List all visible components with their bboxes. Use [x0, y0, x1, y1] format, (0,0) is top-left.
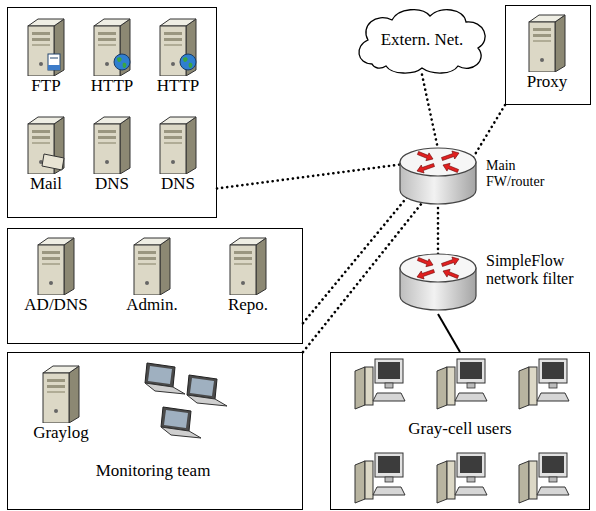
dotted-link: [422, 75, 438, 150]
node-label: Repo.: [228, 295, 268, 315]
zone-box: AD/DNS Admin. Repo.: [7, 228, 303, 344]
node-label: FTP: [31, 76, 60, 96]
server-icon: [156, 114, 200, 174]
node-label: Graylog: [33, 423, 89, 443]
router-cylinder: [398, 144, 478, 208]
server-node: Admin.: [112, 235, 192, 315]
router-caption: SimpleFlow network filter: [486, 252, 576, 289]
router-node: SimpleFlow network filter: [398, 250, 478, 314]
user-zone: Gray-cell users: [330, 352, 590, 510]
dotted-link: [437, 208, 440, 255]
zone-box: GraylogMonitoring team: [7, 352, 303, 510]
server-icon: [39, 363, 83, 423]
node-label: Mail: [30, 174, 62, 194]
laptop-group: [63, 357, 243, 457]
zone-box: FTP HTTP HTTP Mail DNS DNS: [7, 7, 217, 218]
server-icon: [24, 114, 68, 174]
node-label: DNS: [161, 174, 195, 194]
dotted-link: [472, 105, 505, 160]
node-label: Extern. Net.: [381, 30, 464, 50]
server-node: AD/DNS: [16, 235, 96, 315]
node-label: Proxy: [527, 72, 568, 92]
user-caption: Gray-cell users: [331, 419, 589, 439]
router-cylinder: [398, 250, 478, 314]
server-node: HTTP: [146, 16, 210, 96]
server-icon: [130, 235, 174, 295]
node-label: DNS: [95, 174, 129, 194]
team-node: Monitoring team: [63, 357, 243, 481]
server-icon: [90, 114, 134, 174]
server-icon: [156, 16, 200, 76]
server-node: Mail: [14, 114, 78, 194]
node-label: HTTP: [157, 76, 200, 96]
server-node: Repo.: [208, 235, 288, 315]
device-label: SimpleFlow network filter: [486, 252, 576, 289]
server-icon: [226, 235, 270, 295]
device-label: Main FW/router: [486, 158, 552, 190]
server-icon: [90, 16, 134, 76]
zone-box: Proxy: [505, 5, 591, 105]
dotted-link: [217, 165, 400, 189]
server-node: Graylog: [26, 363, 96, 443]
node-label: Monitoring team: [96, 461, 211, 481]
server-node: DNS: [146, 114, 210, 194]
server-icon: [525, 12, 569, 72]
network-cloud: Extern. Net.: [352, 4, 492, 76]
router-node: Main FW/router: [398, 144, 478, 208]
server-node: DNS: [80, 114, 144, 194]
dotted-link: [303, 197, 408, 324]
node-label: HTTP: [91, 76, 134, 96]
server-node: HTTP: [80, 16, 144, 96]
server-icon: [34, 235, 78, 295]
node-label: Admin.: [126, 295, 177, 315]
server-icon: [24, 16, 68, 76]
server-node: FTP: [14, 16, 78, 96]
network-link: [438, 314, 460, 352]
router-caption: Main FW/router: [486, 158, 552, 190]
server-node: Proxy: [510, 12, 584, 92]
node-label: Gray-cell users: [405, 419, 514, 439]
node-label: AD/DNS: [24, 295, 87, 315]
